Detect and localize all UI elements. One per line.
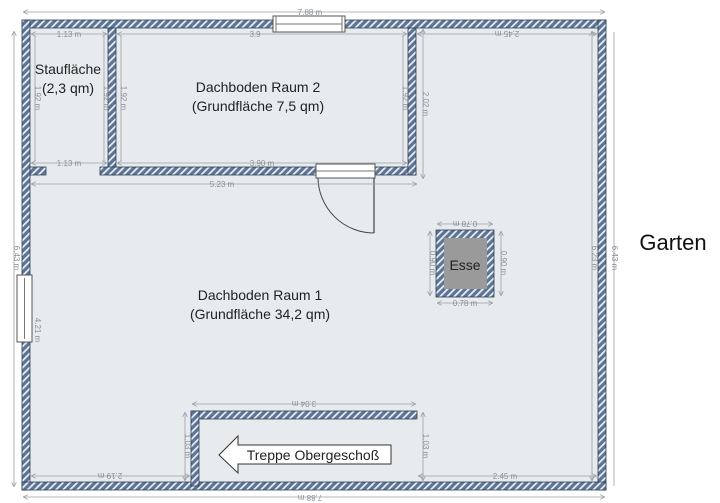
- dimension-lines: [14, 12, 615, 497]
- dim-left-total: 6.43 m: [12, 246, 21, 271]
- dim-storage-top: 1.13 m: [57, 30, 82, 39]
- room2-name: Dachboden Raum 2: [196, 79, 321, 95]
- room2-area: (Grundfläche 7,5 qm): [192, 98, 324, 114]
- dim-chimney-bottom: 0.78 m: [453, 299, 478, 308]
- chimney-label: Esse: [449, 257, 480, 273]
- stairs-label: Treppe Obergeschoß: [247, 447, 380, 463]
- dim-chimney-left: 0.90 m: [428, 251, 437, 276]
- storage-area: (2,3 qm): [42, 80, 94, 96]
- dim-storage-bottom: 1.13 m: [57, 159, 82, 168]
- room1-area: (Grundfläche 34,2 qm): [190, 306, 330, 322]
- dim-chimney-right: 0.90 m: [499, 251, 508, 276]
- dim-right-total: 6.43 m: [610, 246, 619, 271]
- dim-right-inner: 6.23 m: [590, 246, 599, 271]
- dim-bottom-total: 7.88 m: [297, 493, 322, 502]
- stairs-arrow: Treppe Obergeschoß: [218, 434, 392, 475]
- dim-room2-outer-right: 2.02 m: [421, 92, 430, 117]
- dimension-labels: 7.88 m 7.88 m 1.13 m 3.9 2.45 m 1.13 m 3…: [12, 8, 619, 502]
- dim-bottom-right: 2.45 m: [493, 472, 518, 481]
- dim-room2-left: 1.92 m: [119, 86, 128, 111]
- dim-chimney-top: 0.78 m: [452, 219, 477, 228]
- storage-name: Staufläche: [35, 61, 101, 77]
- dim-stairs-left: 1.03 m: [183, 434, 192, 459]
- dim-top-total: 7.88 m: [298, 8, 323, 17]
- dim-stairs-right: 1.03 m: [421, 434, 430, 459]
- dim-room2-bottom: 3.90 m: [250, 159, 275, 168]
- window-left: [16, 274, 33, 343]
- dim-bottom-left: 2.19 m: [97, 471, 122, 480]
- dim-room2-top: 3.9: [249, 30, 261, 39]
- dim-right-top: 2.45 m: [494, 29, 519, 38]
- dim-room2-right: 1.92 m: [401, 86, 410, 111]
- dim-stairs-top: 3.04 m: [291, 399, 316, 408]
- room1-name: Dachboden Raum 1: [198, 287, 323, 303]
- dim-storage-right: 1.92 m: [102, 86, 111, 111]
- dim-left-window: 4.21 m: [33, 318, 42, 343]
- dim-room1-top: 5.23 m: [210, 180, 235, 189]
- garden-label: Garten: [639, 230, 706, 255]
- window-top: [272, 15, 346, 33]
- chimney: Esse: [435, 229, 495, 298]
- dim-storage-left: 1.92 m: [33, 86, 42, 111]
- interior-walls: [29, 27, 418, 487]
